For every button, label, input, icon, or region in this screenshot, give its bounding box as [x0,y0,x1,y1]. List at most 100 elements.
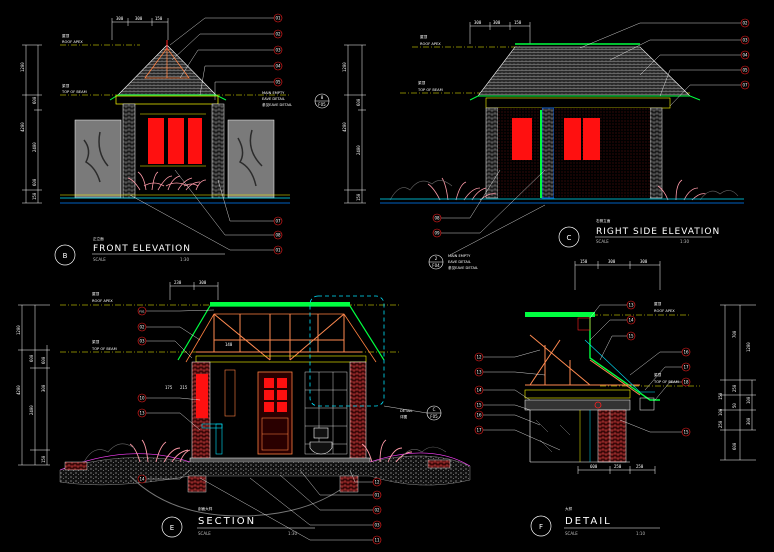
svg-text:13: 13 [628,303,634,308]
detail-roof-level: ROOF APEX [654,309,675,313]
svg-text:16: 16 [683,350,689,355]
svg-text:F05: F05 [318,102,326,107]
right-pillar-left [485,107,499,199]
right-dim-left-3: 2400 [356,145,361,155]
svg-text:SCALE: SCALE [565,531,578,536]
section-tag-F01: F01 [137,306,147,316]
right-dim-top-3: 150 [514,20,522,25]
detail-title: DETAIL [565,516,612,527]
section-tag-13: 13 [137,408,147,418]
section-tag-14: 14 [137,474,147,484]
section-dim-left-3: 2400 [29,405,34,415]
svg-text:05: 05 [742,68,748,73]
section-dim-mid-2: 215 [180,385,188,390]
svg-text:07: 07 [742,83,748,88]
section-title: SECTION [198,516,256,527]
svg-text:12: 12 [374,480,380,485]
section-drawing: 1200 600 2400 4200 600 150 300 230 300 屋… [16,280,471,545]
section-toilet [309,427,333,455]
front-dim-top-3: 150 [155,16,163,21]
svg-text:F01: F01 [139,310,145,314]
svg-text:03: 03 [275,48,281,53]
detail-tag-l5: 16 [474,410,484,420]
svg-text:14: 14 [628,318,634,323]
right-beam-level: TOP OF BEAM [417,88,443,92]
front-red-panels [140,113,206,167]
front-tag-02: 02 [273,29,283,39]
detail-tag-t3: 15 [626,331,636,341]
section-tag-b2: 02 [372,505,382,515]
detail-dim-bottom-1: 600 [590,464,598,469]
section-beam-level-cn: 梁顶 [92,339,100,344]
right-eave-detail-callout: 2 F04 MAIN EMPTY EAVE DETAIL 参见EAVE DETA… [428,204,546,270]
section-tag-b5: 12 [372,477,382,487]
section-detail-callout-box [309,295,385,407]
detail-drawing: 150 300 300 700 1200 250 150 100 50 600 … [474,259,756,537]
front-drawing-letter: B [63,252,68,260]
front-elevation-drawing: 1200 600 2400 4200 600 150 300 300 150 屋… [20,13,330,266]
front-beam-level: TOP OF BEAM [61,90,87,94]
section-dim-left-5: 600 [41,356,46,364]
right-title-cn: 右侧立面 [596,218,611,223]
section-dim-left-1: 1200 [16,325,21,335]
svg-text:09: 09 [434,231,440,236]
section-tag-03: 03 [137,336,147,346]
svg-text:08: 08 [275,233,281,238]
svg-text:10: 10 [139,396,145,401]
svg-text:2: 2 [435,256,438,261]
front-dim-top-2: 300 [135,16,143,21]
svg-text:EAVE DETAIL: EAVE DETAIL [262,97,285,101]
svg-text:SCALE: SCALE [93,257,106,262]
front-tag-07: 07 [273,216,283,226]
detail-dim-right-7: 600 [732,442,737,450]
right-tag-03: 03 [740,35,750,45]
right-title-block: C 右侧立面 RIGHT SIDE ELEVATION SCALE 1:30 [558,218,720,248]
svg-text:02: 02 [374,508,380,513]
svg-text:MAIN EMPTY: MAIN EMPTY [262,91,285,95]
right-tag-09: 09 [432,228,442,238]
section-drawing-letter: E [170,524,174,532]
detail-tag-r4: 15 [681,427,691,437]
right-dim-top-2: 300 [493,20,501,25]
svg-text:04: 04 [275,64,281,69]
svg-text:18: 18 [683,380,689,385]
svg-text:EAVE DETAIL: EAVE DETAIL [448,260,471,264]
detail-dim-top-3: 300 [640,259,648,264]
section-roof-truss [196,313,362,361]
detail-beam-level: TOP OF BEAM [653,380,679,384]
svg-text:03: 03 [139,339,145,344]
svg-text:12: 12 [476,355,482,360]
right-beam-level-cn: 梁顶 [418,80,426,85]
right-pillar-right [649,107,663,199]
section-title-cn: 剖面大样 [198,506,213,511]
detail-dim-bottom-2: 250 [614,464,622,469]
front-tag-03: 03 [273,45,283,55]
front-left-pillar [122,103,136,199]
detail-tag-t1: 13 [626,300,636,310]
svg-text:02: 02 [275,32,281,37]
detail-title-block: F 大样 DETAIL SCALE 1:10 [530,506,660,537]
svg-text:14: 14 [476,388,482,393]
right-tag-02: 02 [740,18,750,28]
detail-dim-bottom-3: 250 [636,464,644,469]
front-dim-left-3: 2400 [32,142,37,152]
detail-dim-right-3: 250 [732,384,737,392]
right-roof-level: ROOF APEX [420,42,441,46]
svg-text:14: 14 [139,477,145,482]
detail-dim-right-4: 150 [718,392,723,400]
detail-tag-l1: 12 [474,352,484,362]
front-right-pillar [211,103,225,199]
right-title: RIGHT SIDE ELEVATION [596,227,720,237]
right-tag-04: 04 [740,50,750,60]
detail-dim-right-5: 100 [746,396,751,404]
front-dim-left-4: 4200 [20,122,25,132]
right-roof-level-cn: 屋顶 [420,34,428,39]
detail-roof-truss [525,334,641,396]
section-roof-level-cn: 屋顶 [92,291,100,296]
svg-text:07: 07 [275,219,281,224]
section-dim-top-2: 300 [199,280,207,285]
section-tag-b1: 01 [372,490,382,500]
svg-text:16: 16 [476,413,482,418]
svg-text:详图: 详图 [400,414,408,419]
right-red-panel-left [512,118,532,160]
